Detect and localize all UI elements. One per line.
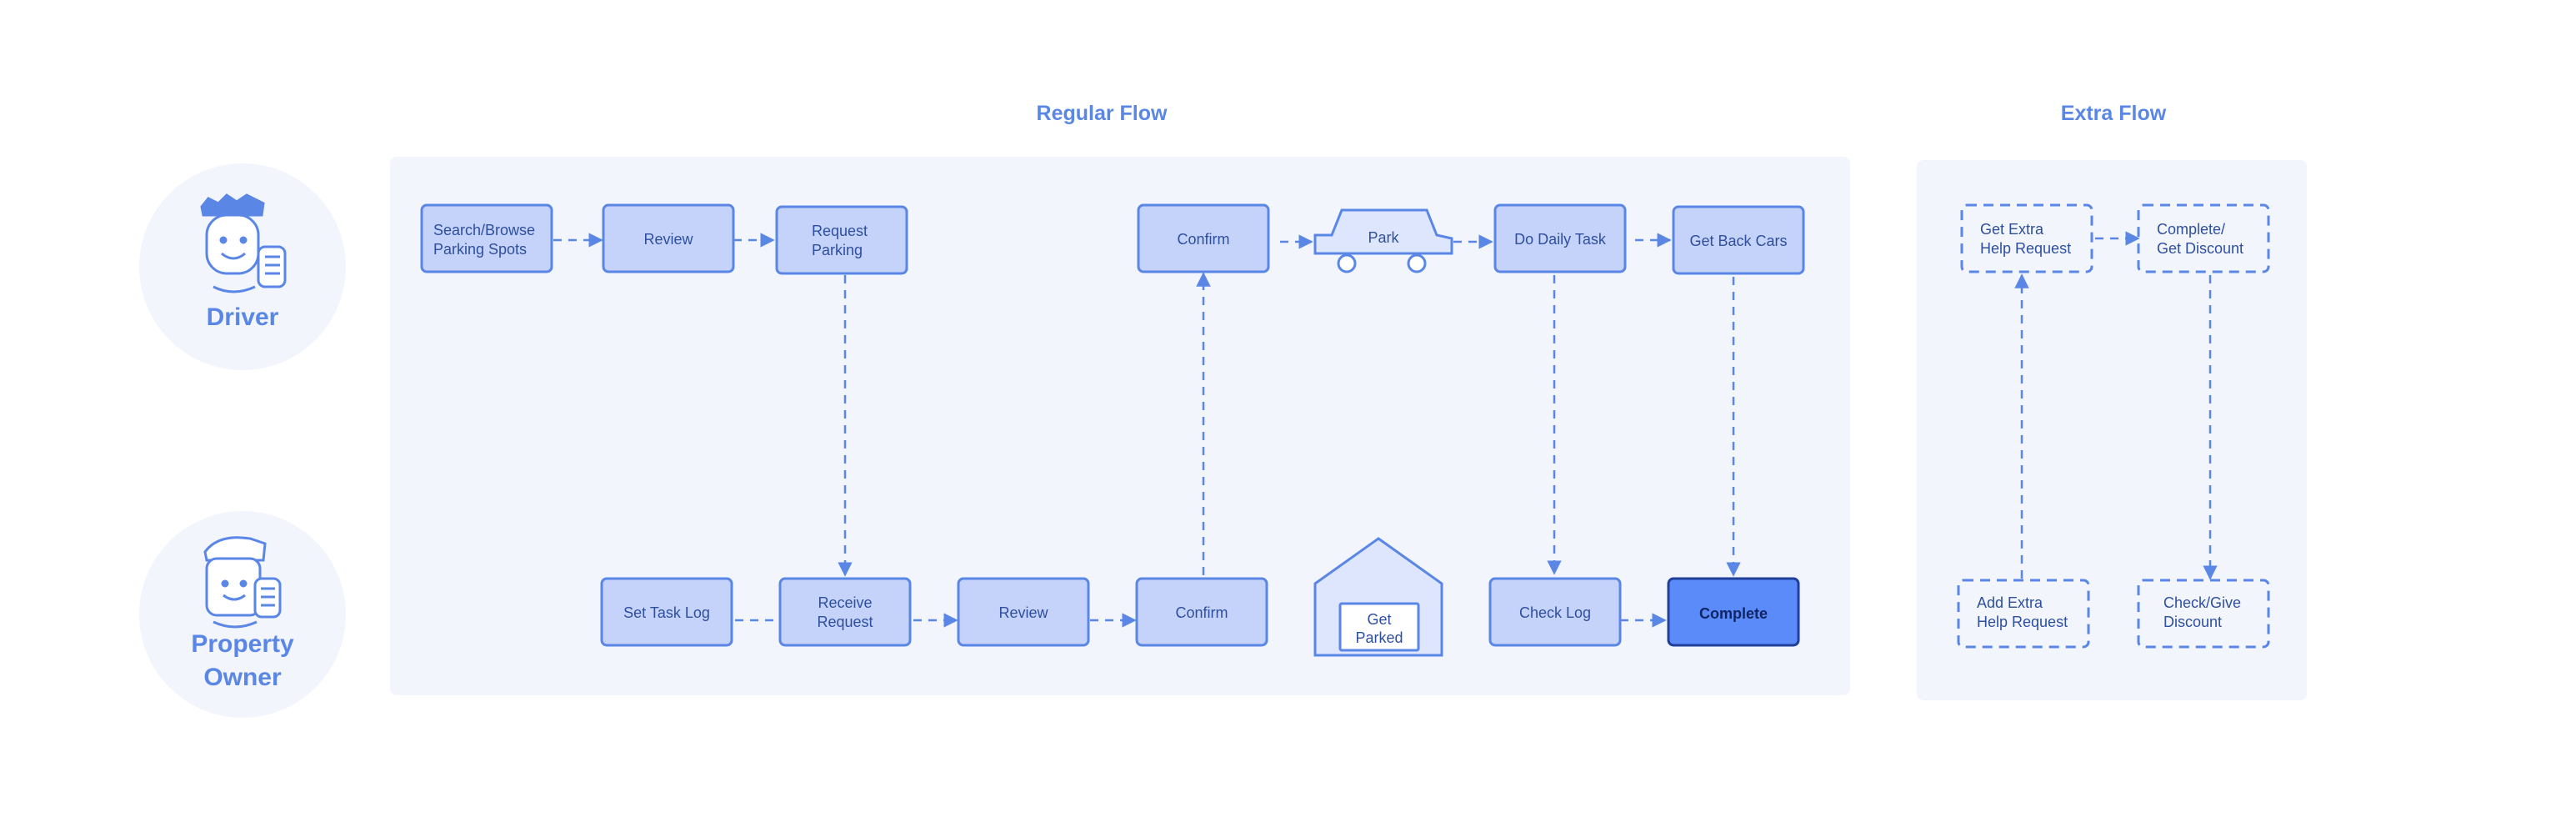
driver-role: Driver bbox=[139, 163, 346, 370]
node-request-line2: Parking bbox=[812, 242, 863, 258]
node-completediscount-line1: Complete/ bbox=[2157, 221, 2225, 238]
node-get-extra-help[interactable]: Get Extra Help Request bbox=[1960, 203, 2093, 273]
node-check-log[interactable]: Check Log bbox=[1488, 577, 1622, 647]
regular-flow-panel bbox=[390, 157, 1850, 695]
node-addextra-line1: Add Extra bbox=[1977, 594, 2043, 611]
node-check-give-discount[interactable]: Check/Give Discount bbox=[2137, 579, 2270, 649]
node-complete-label: Complete bbox=[1699, 605, 1768, 622]
node-review-driver[interactable]: Review bbox=[602, 203, 735, 273]
node-receive-line1: Receive bbox=[818, 594, 872, 611]
driver-icon bbox=[200, 193, 287, 293]
node-confirm-driver-label: Confirm bbox=[1177, 231, 1229, 248]
node-checkdiscount-line1: Check/Give bbox=[2163, 594, 2241, 611]
node-review-owner-label: Review bbox=[998, 604, 1048, 621]
property-owner-role: Property Owner bbox=[139, 511, 346, 718]
node-checklog-label: Check Log bbox=[1519, 604, 1591, 621]
node-daily-label: Do Daily Task bbox=[1514, 231, 1607, 248]
owner-label-line1: Property bbox=[191, 630, 294, 658]
extra-flow-header: Extra Flow bbox=[2061, 102, 2167, 125]
regular-flow-header: Regular Flow bbox=[1037, 102, 1168, 125]
node-get-back-cars[interactable]: Get Back Cars bbox=[1672, 205, 1805, 275]
node-add-extra-help[interactable]: Add Extra Help Request bbox=[1957, 579, 2090, 649]
property-owner-icon bbox=[203, 536, 282, 629]
node-confirm-owner[interactable]: Confirm bbox=[1135, 577, 1268, 647]
node-tasklog-label: Set Task Log bbox=[623, 604, 710, 621]
driver-label: Driver bbox=[207, 303, 279, 331]
node-confirm-owner-label: Confirm bbox=[1175, 604, 1228, 621]
car-icon bbox=[1313, 208, 1453, 255]
connectors bbox=[553, 231, 2218, 628]
node-getextra-line1: Get Extra bbox=[1980, 221, 2044, 238]
node-receive-request[interactable]: Receive Request bbox=[778, 577, 912, 647]
node-park-label: Park bbox=[1368, 229, 1399, 246]
owner-label-line2: Owner bbox=[203, 664, 282, 691]
node-search-browse[interactable]: Search/Browse Parking Spots bbox=[420, 203, 553, 273]
node-complete-get-discount[interactable]: Complete/ Get Discount bbox=[2137, 203, 2270, 273]
node-complete[interactable]: Complete bbox=[1667, 577, 1800, 647]
node-receive-line2: Request bbox=[817, 614, 873, 630]
node-daily-task[interactable]: Do Daily Task bbox=[1493, 203, 1627, 273]
extra-flow-panel bbox=[1917, 160, 2307, 700]
node-parked-line1: Get bbox=[1367, 611, 1391, 628]
node-checkdiscount-line2: Discount bbox=[2163, 614, 2222, 630]
node-completediscount-line2: Get Discount bbox=[2157, 240, 2243, 257]
node-getextra-line2: Help Request bbox=[1980, 240, 2071, 257]
node-getback-label: Get Back Cars bbox=[1689, 233, 1787, 249]
node-parked-line2: Parked bbox=[1355, 629, 1403, 646]
node-addextra-line2: Help Request bbox=[1977, 614, 2068, 630]
node-request-parking[interactable]: Request Parking bbox=[775, 205, 908, 275]
node-request-line1: Request bbox=[812, 223, 868, 239]
node-confirm-driver[interactable]: Confirm bbox=[1137, 203, 1270, 273]
node-review-driver-label: Review bbox=[643, 231, 693, 248]
node-get-parked[interactable]: Get Parked bbox=[1313, 537, 1443, 657]
node-search-line2: Parking Spots bbox=[433, 241, 527, 258]
node-park[interactable]: Park bbox=[1313, 208, 1453, 273]
node-review-owner[interactable]: Review bbox=[957, 577, 1090, 647]
node-set-task-log[interactable]: Set Task Log bbox=[600, 577, 733, 647]
node-search-line1: Search/Browse bbox=[433, 222, 535, 238]
